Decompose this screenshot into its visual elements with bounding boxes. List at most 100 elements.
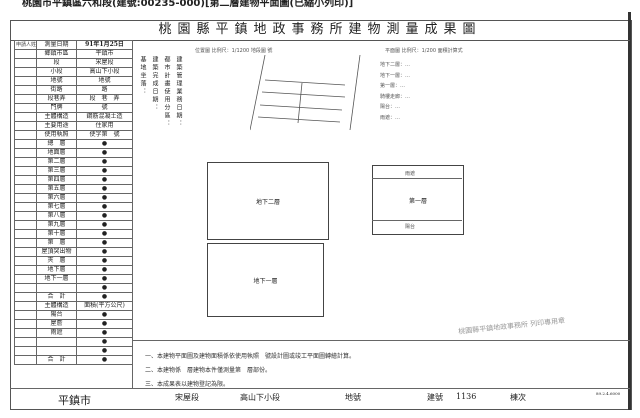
table-row: 第十層● [14,229,133,239]
row-value: ● [76,346,133,356]
row-value: 路 [76,85,133,95]
row-group [14,274,37,284]
note-mgmt: 建築管理業務日期： [175,56,182,128]
row-value: 平鎮市 [76,49,133,59]
area-calc: 地下二層：… [380,62,411,68]
row-group [14,220,37,230]
row-group [14,202,37,212]
row-label [36,283,77,293]
row-group [14,58,37,68]
note-2: 二、本建物係 層建物本件僅測量第 層部份。 [145,367,272,374]
row-group [14,355,37,365]
table-row: 陽台● [14,310,133,320]
row-value: ● [76,175,133,185]
table-row: 第七層● [14,202,133,212]
survey-date-label: 測量日期 [36,40,77,50]
table-row: 申請人姓名測量日期91年1月25日 [14,40,133,50]
table-row: 主要用途住家用 [14,121,133,131]
table-row: 街路路 [14,85,133,95]
row-label: 小段 [36,67,77,77]
footer-section: 宋屋段 [175,393,199,402]
row-label: 第二層 [36,157,77,167]
table-row: ● [14,283,133,293]
footer-building-label: 建號 [427,393,443,402]
row-label: 地號 [36,76,77,86]
table-row: ● [14,337,133,347]
row-value: ● [76,148,133,158]
row-label: 第四層 [36,175,77,185]
row-label: 第八層 [36,211,77,221]
plan-1f: 第一層 [372,165,464,235]
note-completion: 建築完成日期： [151,56,158,112]
row-label: 地面層 [36,148,77,158]
table-row: ● [14,346,133,356]
row-value: ● [76,256,133,266]
row-value: 面積(平方公尺) [76,301,133,311]
row-value: 住家用 [76,121,133,131]
footer-city: 平鎮市 [58,394,91,407]
row-label: 鄉鎮市區 [36,49,77,59]
map-line [349,55,361,131]
page-edge [628,12,631,410]
plan-b2: 地下二層 [207,162,329,240]
row-group [14,211,37,221]
row-group [14,346,37,356]
row-label: 地下一層 [36,274,77,284]
row-value: 段 巷 弄 [76,94,133,104]
row-value: ● [76,229,133,239]
row-label: 夾 層 [36,256,77,266]
note-3: 三、本成果表以建物登記為限。 [145,381,230,388]
row-label: 總 層 [36,139,77,149]
table-row: 地號地號 [14,76,133,86]
row-label: 陽台 [36,310,77,320]
area-calc: 第一層：… [380,83,406,89]
row-label: 段 [36,58,77,68]
row-value: ● [76,238,133,248]
row-label: 街路 [36,85,77,95]
row-value: ● [76,139,133,149]
map-line [257,116,341,123]
row-label: 段巷弄 [36,94,77,104]
table-row: 合 計● [14,292,133,302]
canopy-tag: 雨遮 [405,171,416,177]
location-map-header: 位置圖 比例尺：1/1200 地段圖 號 [195,48,273,54]
row-value: ● [76,184,133,194]
row-value: ● [76,211,133,221]
table-row: 第二層● [14,157,133,167]
divider [132,340,630,341]
table-row: 地面層● [14,148,133,158]
table-row: 鄉鎮市區平鎮市 [14,49,133,59]
row-group [14,337,37,347]
row-group [14,130,37,140]
row-value: ● [76,157,133,167]
row-value: ● [76,310,133,320]
row-value: 號 [76,103,133,113]
row-group [14,85,37,95]
row-label: 第三層 [36,166,77,176]
table-row: 第三層● [14,166,133,176]
row-group [14,121,37,131]
table-row: 總 層● [14,139,133,149]
table-row: 第九層● [14,220,133,230]
table-row: 雨遮● [14,328,133,338]
row-group [14,166,37,176]
row-value: 鋼筋混凝土造 [76,112,133,122]
row-group [14,67,37,77]
table-row: 第 層● [14,238,133,248]
row-value: ● [76,328,133,338]
row-value: ● [76,265,133,275]
row-label: 主體構造 [36,301,77,311]
note-site: 基地坐落： [139,56,146,96]
map-line [250,55,266,131]
applicant-label: 申請人姓名 [14,40,37,50]
area-calc: 陽台：… [380,104,401,110]
row-label: 主要用途 [36,121,77,131]
registration-table: 申請人姓名測量日期91年1月25日鄉鎮市區平鎮市段宋屋段小段高山下小段地號地號街… [14,40,133,365]
table-row: 屋頂突出物● [14,247,133,257]
row-group [14,184,37,194]
area-calc: 地下一層：… [380,72,411,79]
table-row: 段巷弄段 巷 弄 [14,94,133,104]
row-value: 宋屋段 [76,58,133,68]
location-map [250,55,361,131]
row-label: 第十層 [36,229,77,239]
